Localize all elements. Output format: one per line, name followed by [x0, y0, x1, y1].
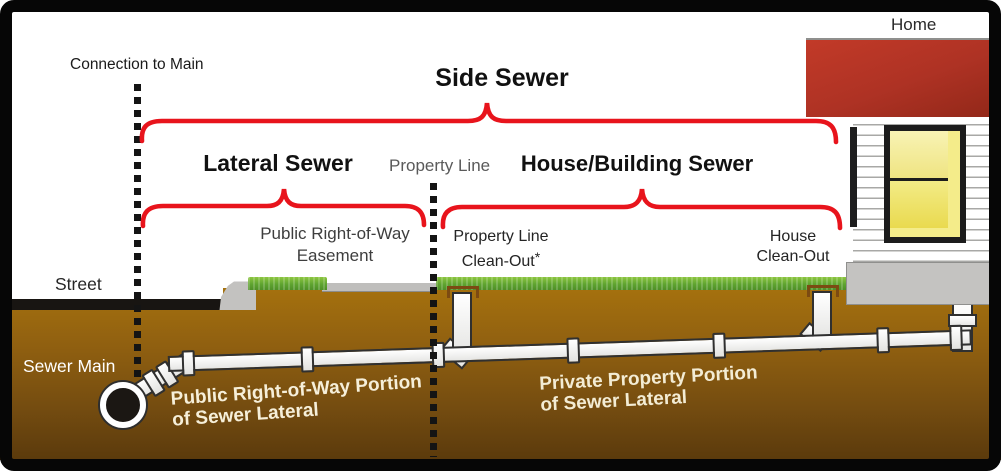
window-pane-bottom	[890, 178, 948, 228]
pipe-coupling	[181, 350, 196, 377]
house-roof	[806, 38, 989, 117]
pipe-coupling	[566, 337, 581, 364]
connection-to-main-dotted-line	[134, 84, 141, 380]
house-trim	[850, 127, 857, 227]
public-row-easement-label: Public Right-of-Way Easement	[260, 224, 410, 265]
pipe-coupling	[876, 327, 891, 354]
sewer-main-pipe	[100, 382, 146, 428]
pipe-coupling	[712, 332, 727, 359]
side-sewer-brace	[139, 102, 839, 145]
house-sewer-brace	[440, 188, 843, 231]
sewer-main-label: Sewer Main	[23, 356, 116, 376]
window-pane-top	[890, 131, 948, 181]
property-line-label: Property Line	[389, 156, 491, 175]
grass-strip-yard	[436, 277, 853, 290]
house-cleanout-label: House Clean-Out	[756, 228, 830, 265]
property-line-dotted-line	[430, 183, 437, 457]
property-line-cleanout-pipe	[452, 292, 472, 354]
street-label: Street	[55, 274, 102, 294]
cleanout-cap	[807, 285, 839, 297]
home-label: Home	[891, 15, 937, 34]
grass-strip-planting	[248, 277, 327, 290]
sky-patch-over-street	[0, 288, 223, 299]
pipe-coupling	[300, 346, 315, 373]
footnote-asterisk: *	[534, 249, 541, 265]
house-cleanout-pipe	[812, 291, 832, 339]
pipe-coupling	[948, 314, 977, 327]
cleanout-cap	[447, 286, 479, 298]
property-line-cleanout-label: Property Line Clean-Out*	[453, 228, 549, 270]
street-surface	[0, 299, 224, 310]
connection-to-main-label: Connection to Main	[70, 56, 204, 73]
pipe-coupling	[949, 324, 963, 352]
sidewalk	[322, 283, 436, 292]
lateral-sewer-brace	[140, 188, 427, 229]
lateral-sewer-label: Lateral Sewer	[203, 150, 353, 176]
side-sewer-label: Side Sewer	[435, 64, 569, 92]
house-foundation	[846, 262, 991, 305]
house-building-sewer-label: House/Building Sewer	[520, 151, 754, 176]
house-window	[884, 125, 966, 243]
